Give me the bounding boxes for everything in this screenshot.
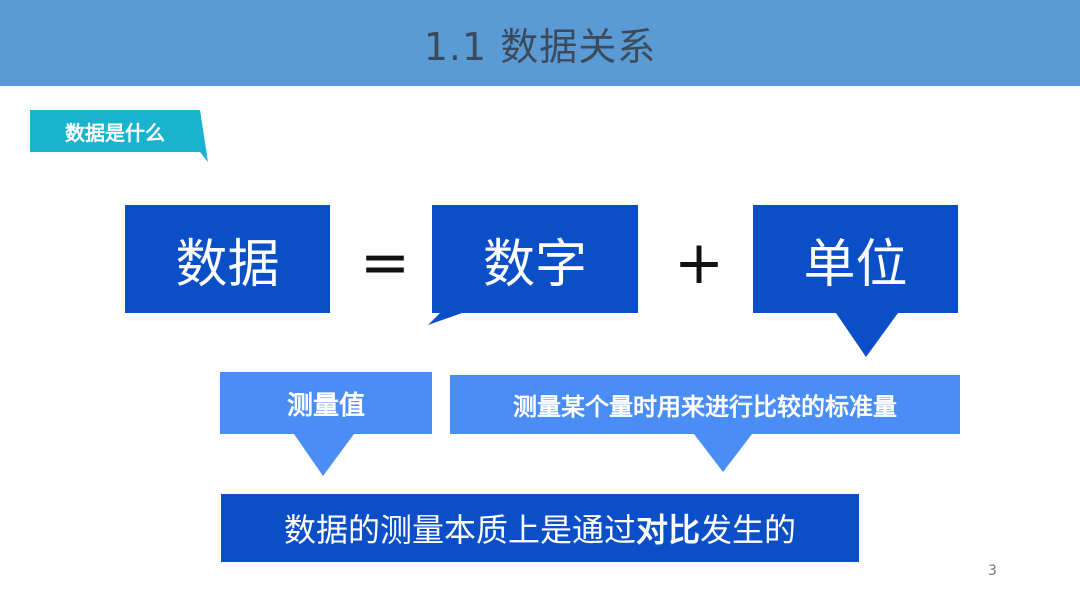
- unit-box: 单位: [753, 205, 958, 313]
- measure-value-label: 测量值: [286, 390, 365, 421]
- number-box: 数字: [432, 205, 638, 313]
- standard-unit-callout: 测量某个量时用来进行比较的标准量: [450, 375, 960, 434]
- number-box-label: 数字: [482, 234, 587, 295]
- conclusion-text-before: 数据的测量本质上是通过: [283, 511, 636, 549]
- plus-symbol: +: [673, 228, 725, 298]
- section-tag: 数据是什么: [30, 110, 208, 162]
- plus-sign: +: [664, 225, 734, 301]
- slide-title: 1.1 数据关系: [423, 24, 657, 69]
- danwei-box-tail: [836, 313, 898, 357]
- measure-value-callout: 测量值: [220, 372, 432, 434]
- slide-header: 1.1 数据关系: [0, 0, 1080, 86]
- conclusion-text-after: 发生的: [700, 511, 797, 549]
- shuzi-box-tail: [428, 313, 462, 325]
- measure-value-tail: [294, 434, 354, 476]
- conclusion-emphasis: 对比: [635, 511, 700, 549]
- data-box: 数据: [125, 205, 330, 313]
- equals-sign: =: [350, 225, 420, 301]
- data-box-label: 数据: [175, 234, 280, 295]
- tag-label: 数据是什么: [65, 120, 165, 145]
- standard-callout-tail: [694, 434, 752, 472]
- standard-unit-label: 测量某个量时用来进行比较的标准量: [513, 393, 897, 421]
- tag-banner-shape: [30, 110, 208, 162]
- equals-symbol: =: [359, 228, 411, 298]
- page-number: 3: [988, 563, 997, 579]
- conclusion-banner: 数据的测量本质上是通过对比发生的: [221, 494, 859, 562]
- unit-box-label: 单位: [803, 234, 908, 295]
